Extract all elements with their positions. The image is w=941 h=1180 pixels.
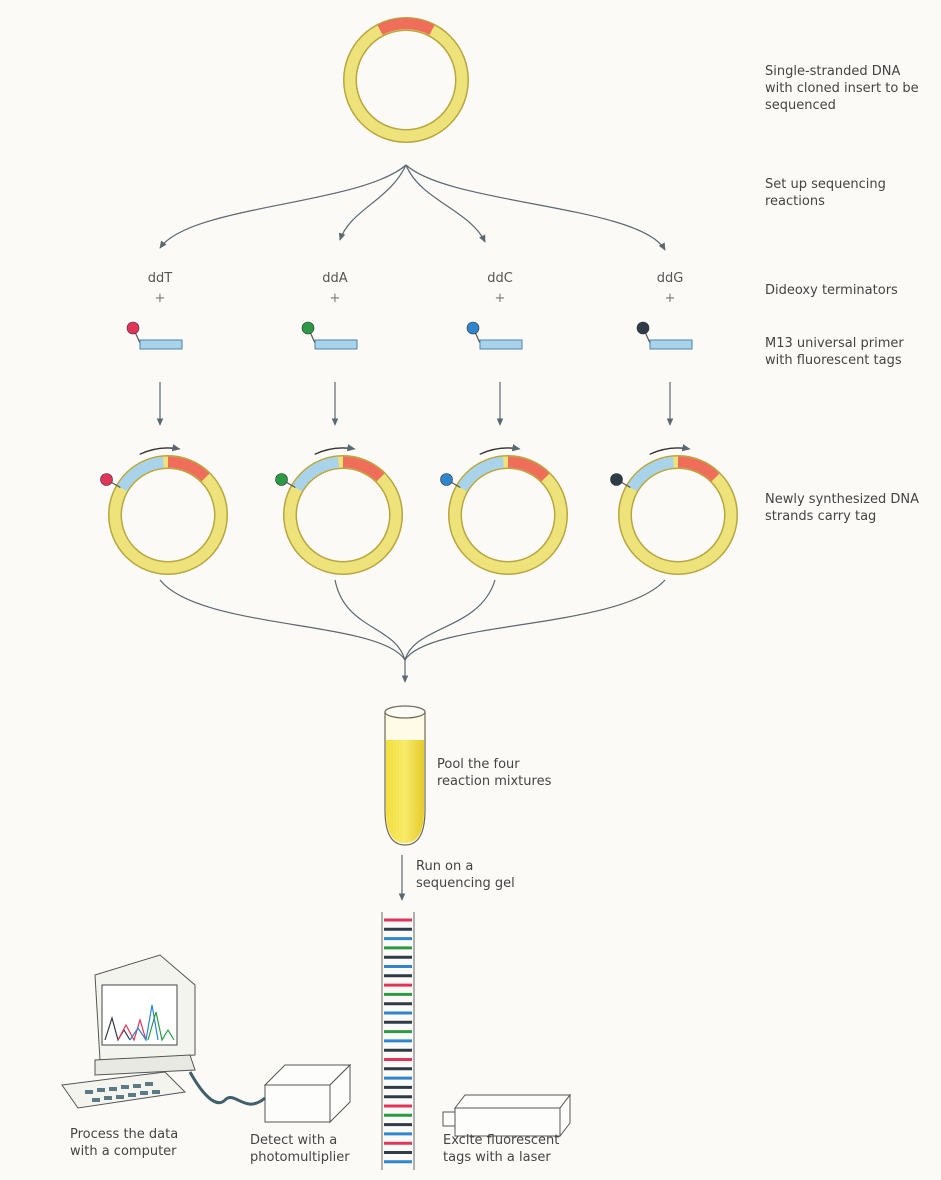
label-line: Newly synthesized DNA	[765, 492, 919, 507]
label-detect: Detect with a photomultiplier	[250, 1133, 350, 1165]
branch-arrow-ddT	[159, 164, 407, 249]
terminator-label: ddT	[148, 271, 173, 286]
label-line: photomultiplier	[250, 1150, 350, 1165]
fluorescent-tag	[301, 321, 315, 335]
label-line: strands carry tag	[765, 509, 876, 524]
label-line: with cloned insert to be	[765, 81, 919, 96]
label-line: Set up sequencing	[765, 177, 886, 192]
monitor-screen	[101, 984, 178, 1046]
label-setup: Set up sequencing reactions	[765, 177, 886, 209]
label-primer: M13 universal primer with fluorescent tag…	[765, 336, 904, 368]
gel-bands	[384, 918, 412, 1164]
tagged-primer	[466, 321, 523, 350]
step-labels: Single-stranded DNA with cloned insert to…	[70, 64, 919, 1165]
label-line: with fluorescent tags	[765, 353, 902, 368]
tube-liquid	[386, 740, 424, 843]
terminator-label: ddA	[322, 271, 348, 286]
screen-trace-green	[147, 1011, 175, 1042]
label-synthesized: Newly synthesized DNA strands carry tag	[765, 492, 919, 524]
reaction-ddC: ddC +	[440, 271, 568, 575]
reaction-plasmid	[100, 444, 228, 575]
reaction-ddG: ddG +	[610, 271, 738, 575]
label-line: Single-stranded DNA	[765, 64, 900, 79]
fluorescent-tag	[126, 321, 140, 335]
screen-trace-blue	[129, 1004, 159, 1042]
label-line: Detect with a	[250, 1133, 337, 1148]
laser-nozzle	[442, 1111, 456, 1127]
cloned-insert	[377, 18, 435, 35]
label-line: M13 universal primer	[765, 336, 904, 351]
plus-sign: +	[665, 291, 676, 306]
reaction-ddA: ddA +	[275, 271, 403, 575]
fluorescent-tag	[636, 321, 650, 335]
pmt-front	[264, 1084, 331, 1123]
merge-arrow-ddA	[334, 579, 406, 661]
computer-base	[94, 1054, 196, 1076]
merge-arrow-ddT	[159, 579, 406, 661]
keyboard	[61, 1071, 187, 1109]
tagged-primer	[301, 321, 358, 350]
label-line: Run on a	[416, 859, 473, 874]
reaction-plasmid	[440, 444, 568, 575]
label-line: sequencing gel	[416, 876, 515, 891]
merge-arrows	[159, 579, 666, 683]
tagged-primer	[126, 321, 183, 350]
tube-rim	[384, 705, 426, 719]
label-single-strand: Single-stranded DNA with cloned insert to…	[765, 64, 919, 113]
label-process: Process the data with a computer	[70, 1127, 178, 1159]
branch-arrow-ddG	[405, 164, 666, 251]
terminator-label: ddG	[657, 271, 684, 286]
reaction-columns: ddT + ddA + ddC + ddG +	[100, 271, 738, 575]
label-line: sequenced	[765, 98, 836, 113]
label-line: reactions	[765, 194, 825, 209]
reaction-ddT: ddT +	[100, 271, 228, 575]
label-line: tags with a laser	[443, 1150, 551, 1165]
keyboard-keys	[85, 1082, 160, 1102]
reaction-plasmid	[610, 444, 738, 575]
label-line: Process the data	[70, 1127, 178, 1142]
label-terminators: Dideoxy terminators	[765, 283, 898, 298]
merge-arrow-ddC	[404, 579, 496, 661]
template-plasmid	[343, 17, 469, 143]
label-line: reaction mixtures	[437, 774, 552, 789]
label-excite: Excite fluorescent tags with a laser	[443, 1133, 559, 1165]
branch-arrows	[159, 164, 666, 251]
label-run-gel: Run on a sequencing gel	[416, 859, 515, 891]
tagged-primer	[636, 321, 693, 350]
merge-arrow-ddG	[404, 579, 666, 661]
fluorescent-tag	[466, 321, 480, 335]
photomultiplier	[263, 1063, 352, 1124]
plus-sign: +	[495, 291, 506, 306]
computer	[61, 954, 196, 1109]
plus-sign: +	[330, 291, 341, 306]
label-line: Pool the four	[437, 757, 520, 772]
label-line: Dideoxy terminators	[765, 283, 898, 298]
sequencing-gel	[381, 912, 415, 1170]
laser-top	[453, 1094, 572, 1109]
branch-arrow-ddA	[338, 164, 407, 241]
branch-arrow-ddC	[405, 164, 486, 243]
reaction-plasmid	[275, 444, 403, 575]
terminator-label: ddC	[487, 271, 513, 286]
label-line: with a computer	[70, 1144, 177, 1159]
template-ring-fill	[344, 18, 468, 142]
test-tube	[384, 705, 426, 846]
laser-front	[454, 1107, 561, 1137]
screen-trace-red	[117, 1017, 147, 1042]
label-pool: Pool the four reaction mixtures	[437, 757, 552, 789]
laser	[442, 1093, 572, 1138]
label-line: Excite fluorescent	[443, 1133, 559, 1148]
data-cable	[188, 1071, 266, 1106]
plus-sign: +	[155, 291, 166, 306]
